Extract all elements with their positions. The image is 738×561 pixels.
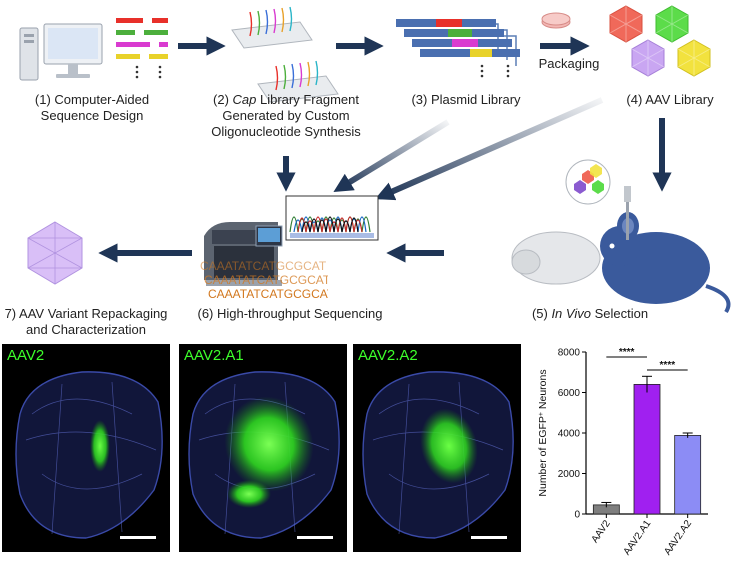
- x-tick-label: AAV2: [590, 518, 614, 545]
- y-tick-label: 2000: [558, 469, 581, 480]
- brain-section-image: [362, 371, 514, 539]
- panel-title: AAV2: [7, 347, 45, 364]
- sequence-text-3: CAAATATCATGCGCAT: [208, 287, 328, 301]
- sequence-text-1: CAAATATCATGCGCAT: [200, 259, 327, 273]
- y-tick-label: 8000: [558, 348, 581, 359]
- scale-bar: [120, 536, 156, 539]
- step5-label: (5) In Vivo Selection: [531, 306, 649, 321]
- bar: [674, 435, 702, 515]
- computer-icon: [19, 23, 103, 81]
- arrow-3-to-6: [333, 119, 450, 193]
- significance-label: ****: [660, 360, 676, 371]
- brain-section-image: [188, 371, 340, 539]
- step2-label: (2) Cap Library Fragment Generated by Cu…: [211, 92, 361, 139]
- y-axis-label: Number of EGFP+ Neurons: [537, 369, 549, 496]
- sequence-text-decoration: CAAATATCATGCGCAT CAAATATCATGCGCAT CAAATA…: [200, 259, 328, 301]
- mouse-icon: [511, 159, 731, 314]
- brain-panel-aav2: AAV2: [2, 344, 170, 552]
- plasmid-library-icon: [396, 19, 520, 78]
- panel-title: AAV2.A1: [184, 347, 244, 364]
- chromatogram-icon: [285, 195, 379, 241]
- y-tick-label: 4000: [558, 429, 581, 440]
- brain-panel-aav2-a1: AAV2.A1: [179, 344, 347, 552]
- aav-variant-capsid-icon: [27, 221, 83, 285]
- y-tick-label: 6000: [558, 388, 581, 399]
- scale-bar: [471, 536, 507, 539]
- sequencer-icon: [204, 222, 283, 286]
- aav-capsids-icon: [609, 5, 711, 77]
- x-tick-label: AAV2.A2: [662, 518, 694, 557]
- significance-label: ****: [619, 347, 635, 358]
- step6-label: (6) High-throughput Sequencing: [197, 306, 383, 321]
- sequence-bars-icon: [116, 17, 168, 79]
- step1-label: (1) Computer-Aided Sequence Design: [34, 92, 150, 123]
- y-tick-label: 0: [574, 510, 580, 521]
- petri-dish-icon: [541, 12, 571, 29]
- step7-label: 7) AAV Variant Repackaging and Character…: [4, 306, 168, 337]
- packaging-label: Packaging: [538, 56, 600, 71]
- brain-panel-aav2-a2: AAV2.A2: [353, 344, 521, 552]
- bar: [633, 384, 661, 515]
- brain-section-image: [15, 371, 163, 539]
- step4-label: (4) AAV Library: [626, 92, 714, 107]
- oligo-chip-icon: [231, 6, 339, 103]
- scale-bar: [297, 536, 333, 539]
- sequence-text-2: CAAATATCATGCGCAT: [204, 273, 328, 287]
- arrow-4-to-6: [374, 97, 604, 201]
- step3-label: (3) Plasmid Library: [411, 92, 521, 107]
- x-tick-label: AAV2.A1: [622, 518, 654, 557]
- panel-title: AAV2.A2: [358, 347, 418, 364]
